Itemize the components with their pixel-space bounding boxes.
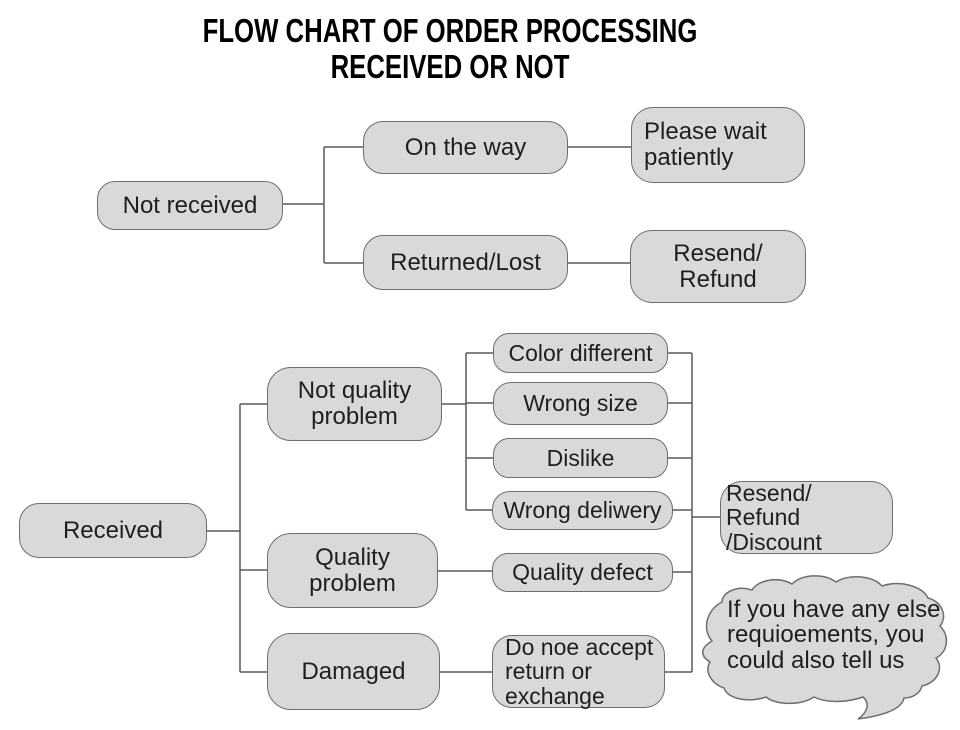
node-wrong-delivery: Wrong deliwery [492, 491, 673, 530]
node-wrong-size: Wrong size [493, 382, 668, 425]
node-returned-lost: Returned/Lost [363, 235, 568, 290]
node-quality-problem: Quality problem [267, 533, 438, 608]
speech-bubble-text: If you have any else requioements, you c… [727, 596, 941, 674]
node-please-wait-patiently: Please wait patiently [631, 107, 805, 183]
node-dislike: Dislike [493, 438, 668, 478]
speech-bubble-shape [702, 575, 948, 720]
node-on-the-way: On the way [363, 121, 568, 174]
node-not-quality-problem: Not quality problem [267, 367, 442, 441]
node-received: Received [19, 503, 207, 558]
node-damaged: Damaged [267, 633, 440, 710]
node-color-different: Color different [493, 333, 668, 373]
node-resend-refund-discount: Resend/ Refund /Discount [720, 480, 893, 554]
node-do-not-accept-return: Do noe accept return or exchange [492, 634, 665, 708]
node-quality-defect: Quality defect [492, 553, 673, 592]
title-line-1: FLOW CHART OF ORDER PROCESSING [202, 12, 698, 49]
title-line-2: RECEIVED OR NOT [330, 48, 570, 85]
node-not-received: Not received [97, 181, 283, 230]
node-resend-refund: Resend/ Refund [630, 230, 806, 303]
